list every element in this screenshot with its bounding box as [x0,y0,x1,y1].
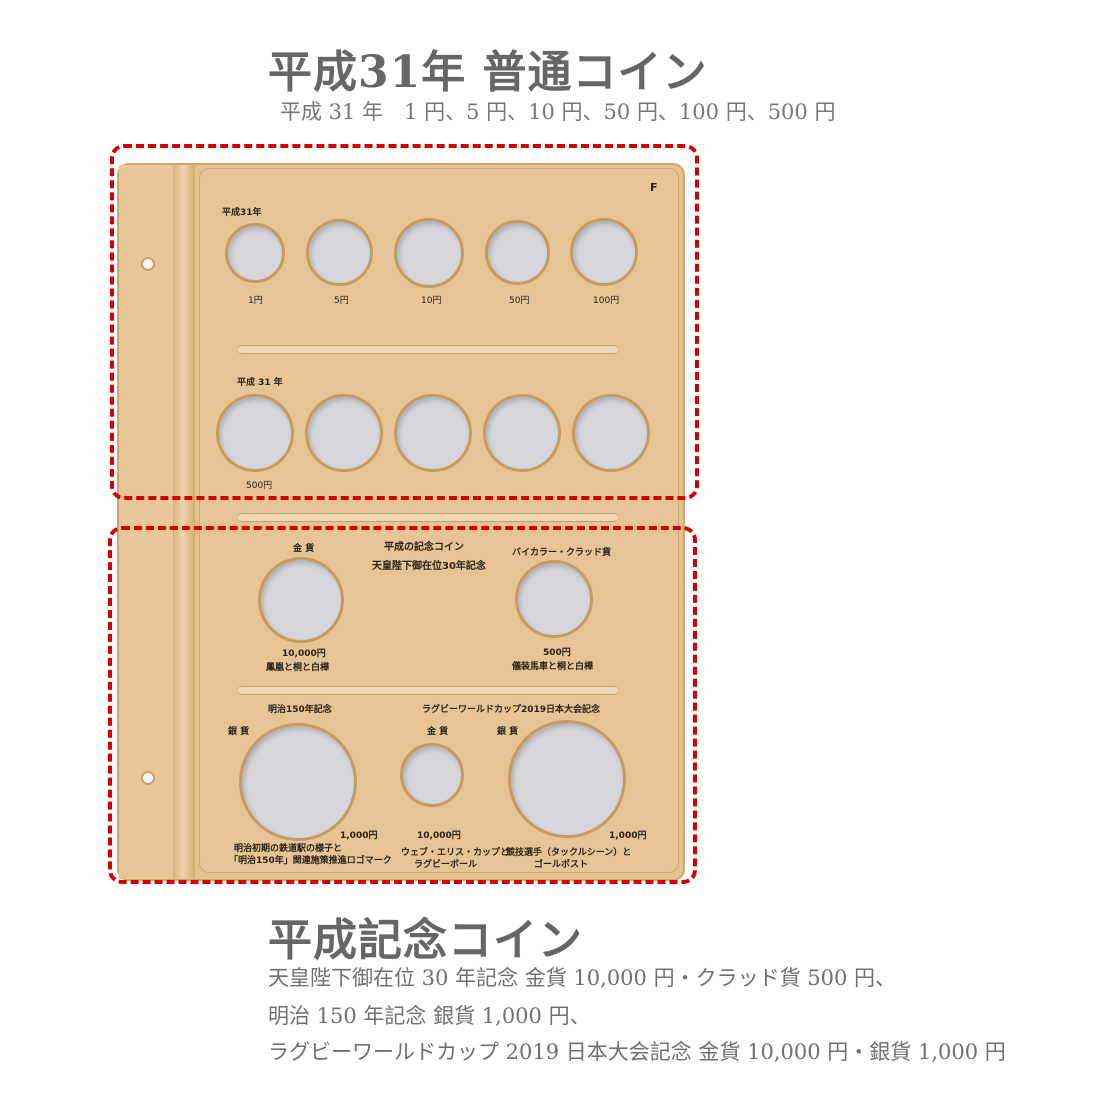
bicolor-desc: 儀装馬車と桐と白樺 [512,662,594,672]
rugby-gold-desc-line2: ラグビーボール [414,860,478,870]
coin-slot-500yen-3 [394,394,472,472]
top-subtitle: 平成 31 年 1 円、5 円、10 円、50 円、100 円、500 円 [280,100,836,124]
coin-slot-rugby-silver [508,720,626,838]
binder-edge [119,165,174,879]
row1-header: 平成31年 [222,208,262,218]
top-title: 平成31年 普通コイン [268,47,708,98]
rugby-silver-desc-line2: ゴールポスト [534,860,589,870]
divider-groove-3 [238,686,618,695]
divider-groove-2 [238,513,618,522]
label-5yen: 5円 [334,296,349,306]
rugby-silver-type: 銀 貨 [497,727,519,737]
meiji-header: 明治150年記念 [268,705,332,715]
divider-groove-1 [238,345,618,354]
binder-hole-bottom [141,771,155,785]
coin-slot-bicolor-500 [515,560,593,638]
coin-slot-50yen [485,220,550,285]
coin-slot-500yen-2 [305,394,383,472]
gold-desc: 鳳凰と桐と白樺 [266,663,330,673]
label-500yen: 500円 [246,481,273,491]
rugby-gold-type: 金 貨 [427,727,449,737]
coin-slot-10yen [394,218,464,288]
highlight-commemorative-coins [108,526,697,884]
binder-spine [173,165,195,879]
bicolor-value: 500円 [543,648,571,658]
bottom-line-1: 天皇陛下御在位 30 年記念 金貨 10,000 円・クラッド貨 500 円、 [268,966,897,990]
label-50yen: 50円 [509,296,530,306]
row2-header: 平成 31 年 [237,378,283,388]
coin-slot-500yen-5 [572,394,650,472]
gold-header: 金 貨 [293,544,315,554]
meiji-type: 銀 貨 [228,727,250,737]
bottom-line-3: ラグビーワールドカップ 2019 日本大会記念 金貨 10,000 円・銀貨 1… [268,1040,1006,1064]
coin-slot-5yen [306,219,373,286]
binder-hole-top [141,257,155,271]
highlight-regular-coins [110,144,699,500]
coin-slot-500yen-1 [216,394,294,472]
commemorative-subtitle: 天皇陛下御在位30年記念 [372,561,486,572]
meiji-desc-line1: 明治初期の鉄道駅の様子と [234,844,343,854]
bicolor-header: バイカラー・クラッド貨 [512,548,612,558]
page-letter: F [650,181,658,194]
commemorative-title: 平成の記念コイン [384,542,464,553]
gold-value: 10,000円 [282,649,326,659]
rugby-gold-value: 10,000円 [417,831,461,841]
rugby-gold-desc-line1: ウェブ・エリス・カップと [401,848,510,858]
rugby-silver-value: 1,000円 [609,831,647,841]
rugby-silver-desc-line1: 競技選手（タックルシーン）と [506,848,632,858]
bottom-line-2: 明治 150 年記念 銀貨 1,000 円、 [268,1004,591,1028]
coin-slot-gold-10000 [258,557,344,643]
label-10yen: 10円 [421,296,442,306]
coin-slot-500yen-4 [483,394,561,472]
meiji-desc-line2: 「明治150年」関連施策推進ロゴマーク [229,856,392,866]
coin-slot-1yen [225,223,285,283]
label-100yen: 100円 [593,296,620,306]
coin-slot-100yen [570,218,638,286]
label-1yen: 1円 [248,296,263,306]
coin-slot-meiji-silver [239,723,357,841]
meiji-value: 1,000円 [340,831,378,841]
rugby-header: ラグビーワールドカップ2019日本大会記念 [422,705,601,715]
coin-slot-rugby-gold [400,743,464,807]
bottom-title: 平成記念コイン [268,915,583,966]
